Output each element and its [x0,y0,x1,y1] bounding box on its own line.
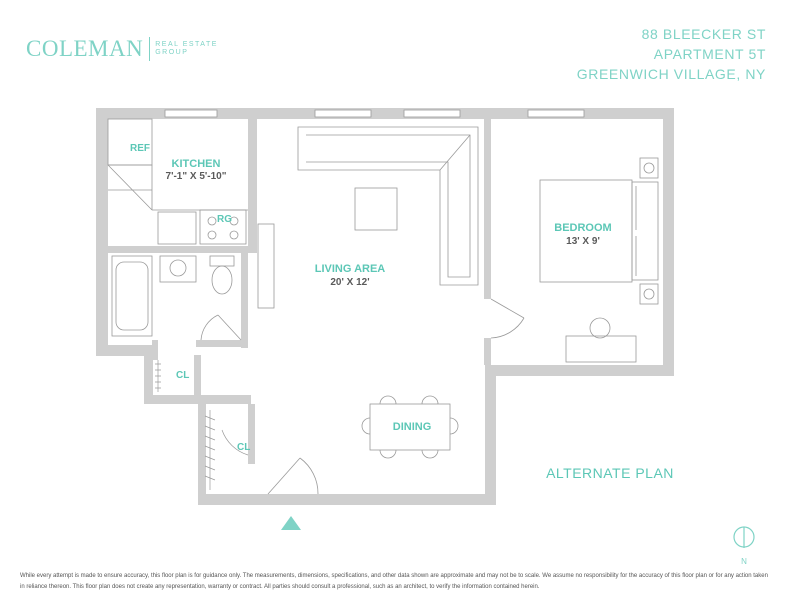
windows [164,109,585,118]
bedroom-furniture [490,157,659,363]
address-block: 88 BLEECKER ST APARTMENT 5T GREENWICH VI… [577,24,766,84]
closet-hanging-rods [155,360,249,490]
brand-name: COLEMAN [26,36,144,61]
ref-label: REF [130,143,150,154]
living-area-label: LIVING AREA [315,263,386,275]
entry-arrow-icon [281,516,301,530]
entry-door [267,457,319,495]
bedroom-dimensions: 13' X 9' [566,236,600,247]
kitchen-fixtures [107,118,248,245]
brand-subtitle: REAL ESTATE GROUP [155,41,218,57]
living-area-dimensions: 20' X 12' [330,277,369,288]
closet-label-2: CL [237,442,250,453]
brand-divider [149,37,151,61]
interior-walls [108,119,491,464]
closet-label-1: CL [176,370,189,381]
kitchen-label: KITCHEN [172,158,221,170]
address-neighborhood: GREENWICH VILLAGE, NY [576,66,766,82]
brand-logo: COLEMAN REAL ESTATE GROUP [26,36,218,62]
brand-sub-line2: GROUP [155,49,189,56]
bathroom-fixtures [111,255,242,341]
address-street: 88 BLEECKER ST [641,26,766,42]
brand-sub-line1: REAL ESTATE [155,41,218,48]
disclaimer-text: While every attempt is made to ensure ac… [20,573,768,590]
alternate-plan-label: ALTERNATE PLAN [546,465,674,481]
kitchen-dimensions: 7'-1" X 5'-10" [166,171,227,182]
dining-furniture [361,395,459,459]
compass-icon [733,526,755,548]
dining-label: DINING [393,421,432,433]
bedroom-label: BEDROOM [554,222,611,234]
compass-north-label: N [741,557,747,566]
range-label: RG [217,214,232,225]
living-furniture [257,126,479,309]
address-unit: APARTMENT 5T [653,46,766,62]
